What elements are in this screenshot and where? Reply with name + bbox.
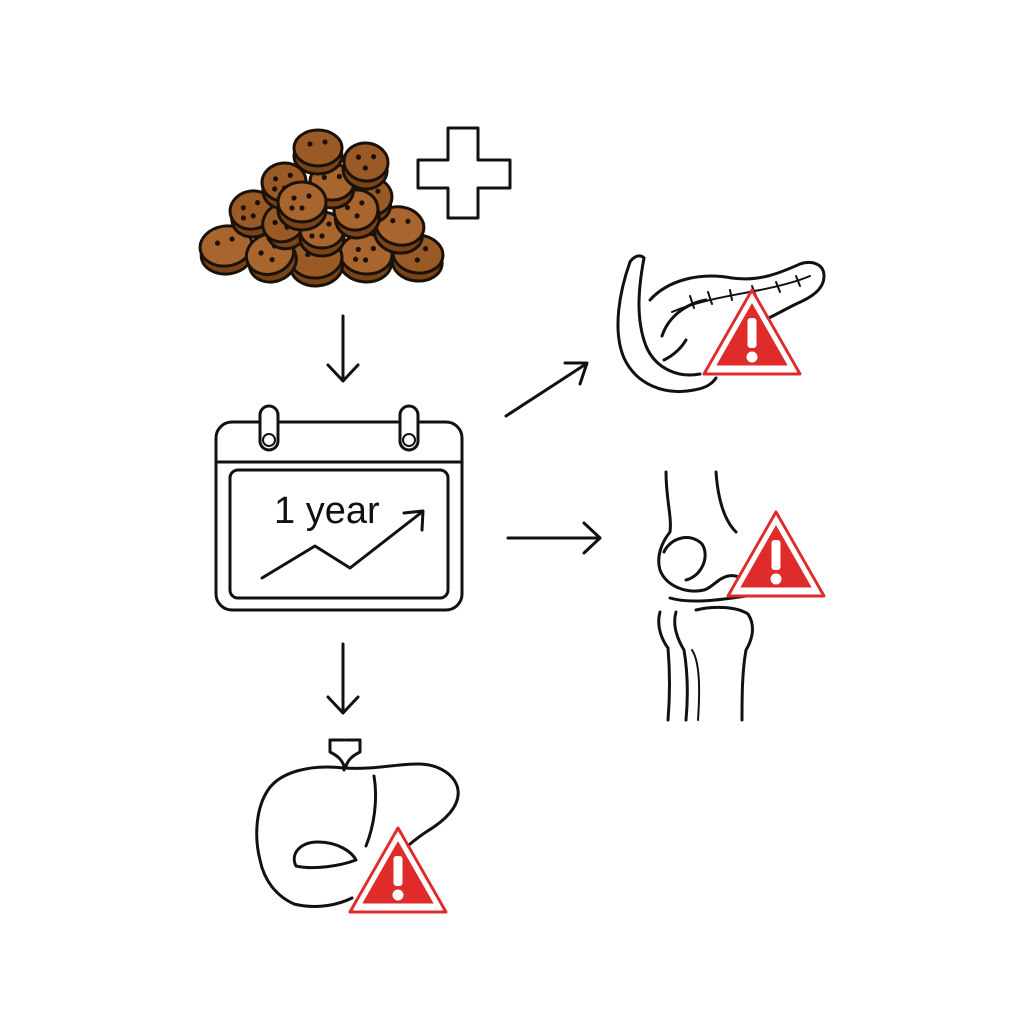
pill — [276, 180, 328, 232]
warning-triangle-icon — [702, 288, 802, 376]
liver-icon — [255, 738, 460, 908]
pill-pile-icon — [198, 128, 445, 288]
arrow-down-icon-2 — [326, 642, 360, 715]
arrow-down-icon — [326, 314, 360, 383]
pill — [244, 231, 298, 284]
pill — [341, 141, 390, 191]
arrow-up-right-icon — [504, 361, 589, 418]
trend-up-arrow-icon — [260, 509, 425, 580]
arrow-right-icon — [506, 521, 602, 555]
warning-triangle-icon-2 — [726, 510, 826, 598]
warning-triangle-icon-3 — [348, 826, 448, 914]
calendar-icon — [214, 404, 464, 612]
knee-joint-icon — [657, 470, 754, 722]
pill — [228, 189, 278, 239]
pill — [292, 128, 344, 176]
medical-cross-icon — [416, 126, 512, 220]
duration-label: 1 year — [274, 490, 380, 532]
pancreas-icon — [616, 254, 826, 393]
